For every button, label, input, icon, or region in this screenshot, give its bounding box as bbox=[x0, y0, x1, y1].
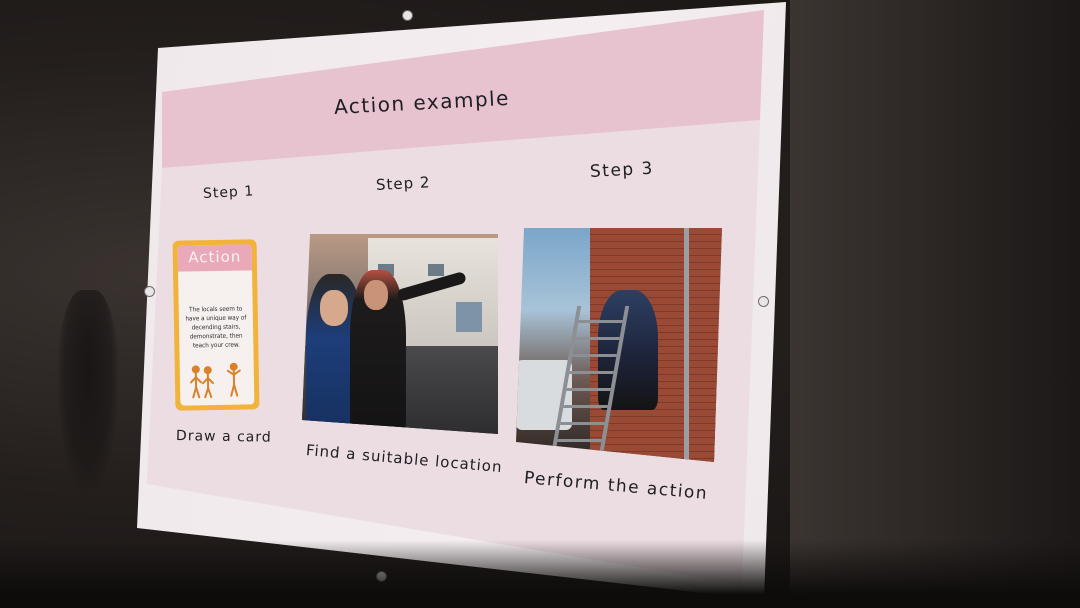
action-card-face: Action The locals seem to have a unique … bbox=[177, 244, 255, 406]
action-card-text: The locals seem to have a unique way of … bbox=[185, 305, 247, 350]
step-3-photo bbox=[516, 228, 722, 462]
action-card: Action The locals seem to have a unique … bbox=[172, 239, 260, 411]
projector-marker-icon bbox=[144, 286, 155, 297]
step-1-caption: Draw a card bbox=[175, 428, 272, 446]
step-1-label: Step 1 bbox=[202, 183, 255, 202]
room-wall-right bbox=[790, 0, 1080, 608]
presenter-shadow bbox=[58, 290, 118, 490]
step-2-label: Step 2 bbox=[375, 173, 431, 194]
floor-shadow bbox=[0, 540, 1080, 608]
step-3-label: Step 3 bbox=[589, 158, 655, 182]
action-card-title: Action bbox=[188, 247, 242, 267]
projector-marker-icon bbox=[758, 296, 769, 307]
projector-marker-icon bbox=[402, 10, 413, 21]
action-card-header: Action bbox=[177, 244, 253, 272]
card-figures-icon bbox=[189, 362, 241, 399]
step-2-photo bbox=[302, 234, 498, 434]
